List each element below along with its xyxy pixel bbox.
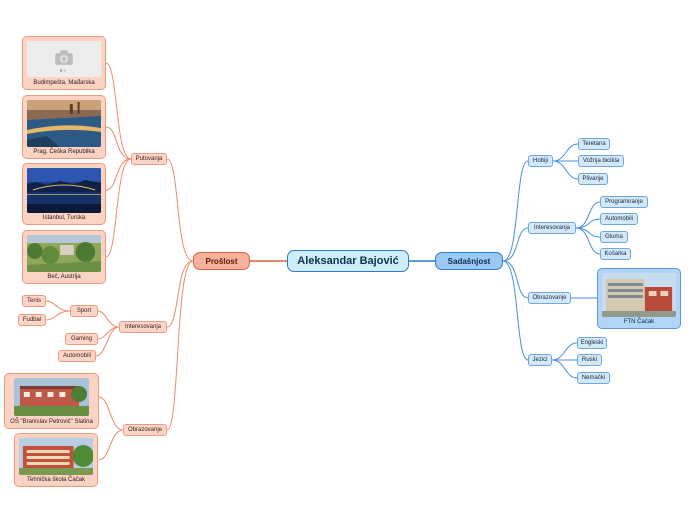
item-automobili-right[interactable]: Automobili: [600, 213, 638, 225]
istanbul-photo: [27, 168, 101, 213]
item-ruski[interactable]: Ruski: [577, 354, 602, 366]
item-engleski[interactable]: Engleski: [577, 337, 607, 349]
subtopic-hobiji[interactable]: Hobiji: [528, 155, 553, 167]
technical-school-photo: [19, 438, 93, 475]
item-gaming[interactable]: Gaming: [65, 333, 98, 345]
item-programiranje[interactable]: Programiranje: [600, 196, 648, 208]
subtopic-obrazovanje-left[interactable]: Obrazovanje: [123, 424, 167, 436]
topic-sadasnjost[interactable]: Sadašnjost: [435, 252, 503, 270]
image-topic-os-slatina[interactable]: OŠ "Branislav Petrović" Slatina: [4, 373, 99, 429]
image-topic-tehnicka-skola[interactable]: Tehnička škola Čačak: [14, 433, 98, 487]
image-topic-bec[interactable]: Beč, Austrija: [22, 230, 106, 284]
item-plivanje[interactable]: Plivanje: [578, 173, 608, 185]
item-teretana[interactable]: Teretana: [578, 138, 610, 150]
image-caption: Istanbul, Turska: [42, 215, 86, 221]
image-caption: Prag, Češka Republika: [33, 149, 95, 155]
prague-photo: [27, 100, 101, 147]
item-gluma[interactable]: Gluma: [600, 231, 628, 243]
item-fudbal[interactable]: Fudbal: [18, 314, 46, 326]
image-topic-prag[interactable]: Prag, Češka Republika: [22, 95, 106, 159]
item-automobili-left[interactable]: Automobili: [58, 350, 96, 362]
image-caption: FTN Čačak: [623, 319, 655, 325]
subtopic-putovanja[interactable]: Putovanja: [131, 153, 167, 165]
image-caption: Budimpešta, Mađarska: [33, 80, 95, 86]
placeholder-image: [27, 41, 101, 77]
item-kosarka[interactable]: Košarka: [600, 248, 631, 260]
topic-proslost[interactable]: Prošlost: [193, 252, 250, 270]
image-caption: OŠ "Branislav Petrović" Slatina: [10, 419, 93, 425]
subtopic-jezici[interactable]: Jezici: [528, 354, 552, 366]
subtopic-interesovanja-right[interactable]: Interesovanja: [528, 222, 576, 234]
subtopic-obrazovanje-right[interactable]: Obrazovanje: [528, 292, 571, 304]
item-nemacki[interactable]: Nemački: [577, 372, 610, 384]
school-photo: [14, 378, 89, 416]
image-topic-ftn-cacak[interactable]: FTN Čačak: [597, 268, 681, 329]
subtopic-interesovanja-left[interactable]: Interesovanja: [119, 321, 167, 333]
image-caption: Tehnička škola Čačak: [26, 477, 86, 483]
image-caption: Beč, Austrija: [47, 274, 81, 280]
central-topic[interactable]: Aleksandar Bajović: [287, 250, 409, 272]
image-topic-istanbul[interactable]: Istanbul, Turska: [22, 163, 106, 225]
camera-icon: [55, 50, 73, 72]
ftn-photo: [602, 273, 676, 317]
subtopic-sport[interactable]: Sport: [70, 305, 98, 317]
vienna-photo: [27, 235, 101, 272]
item-tenis[interactable]: Tenis: [22, 295, 46, 307]
item-voznja-bicikla[interactable]: Vožnja bicikla: [578, 155, 624, 167]
image-topic-budimpesta[interactable]: Budimpešta, Mađarska: [22, 36, 106, 90]
